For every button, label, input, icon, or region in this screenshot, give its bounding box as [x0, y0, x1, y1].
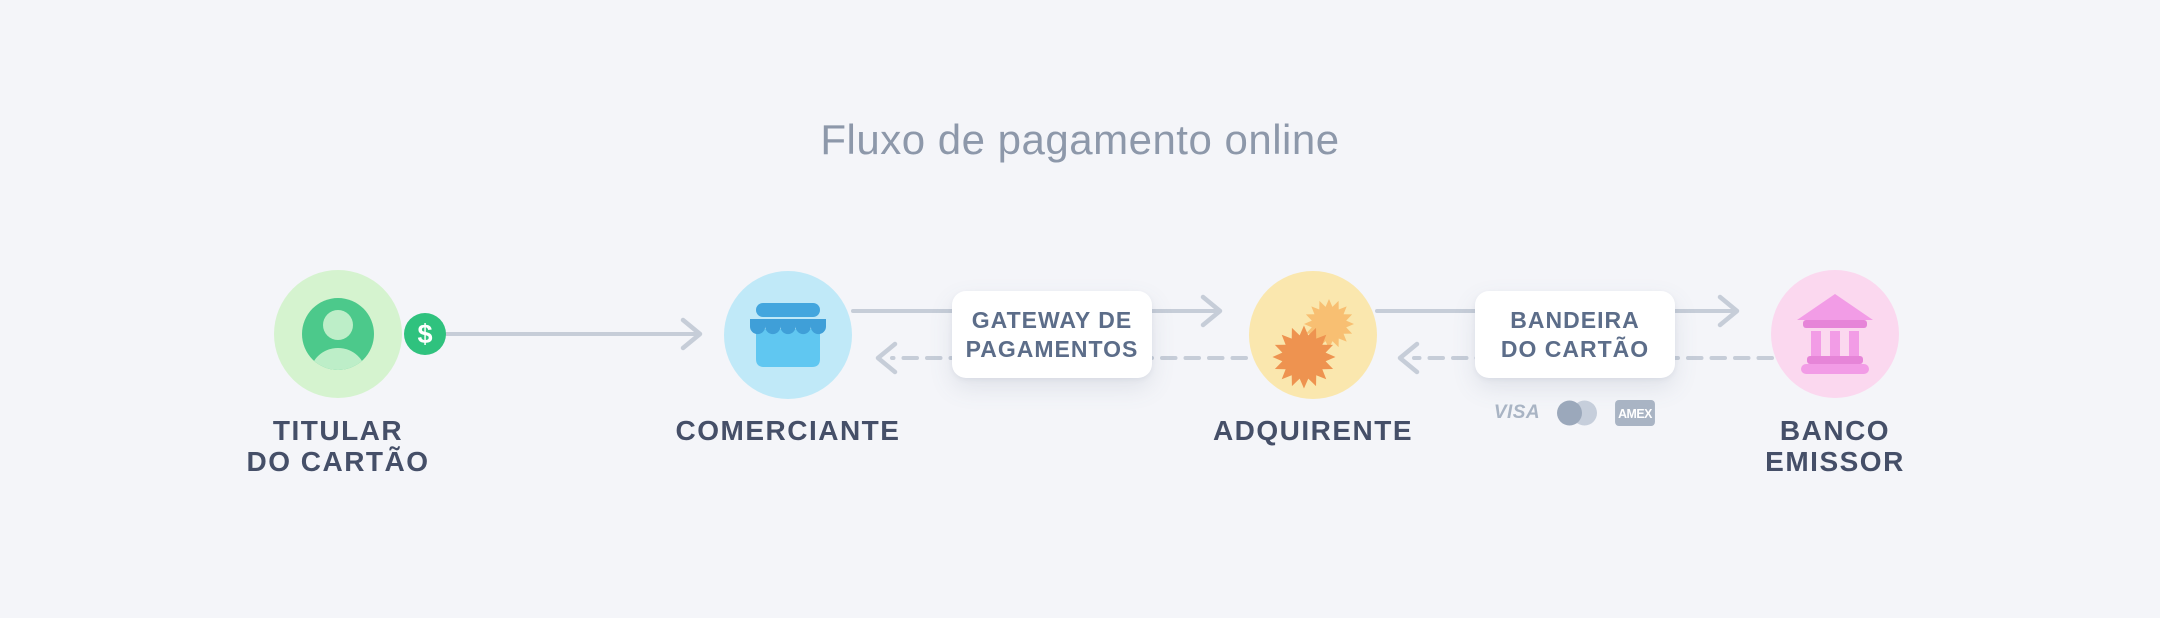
dollar-badge-icon: $: [404, 313, 446, 355]
diagram-title: Fluxo de pagamento online: [820, 116, 1340, 163]
label-banco-emissor: BANCO EMISSOR: [1765, 415, 1905, 477]
visa-logo: VISA: [1493, 402, 1541, 423]
node-titular-do-cartao: [274, 270, 402, 398]
bank-icon: [1797, 294, 1873, 374]
amex-logo: AMEX: [1615, 400, 1656, 426]
label-adquirente: ADQUIRENTE: [1212, 415, 1414, 446]
node-banco-emissor: [1771, 270, 1899, 398]
label-titular-do-cartao: TITULAR DO CARTÃO: [246, 415, 430, 477]
storefront-icon: [750, 303, 826, 367]
mastercard-icon: [1557, 400, 1598, 426]
label-comerciante: COMERCIANTE: [675, 415, 901, 446]
node-adquirente: [1249, 271, 1377, 399]
dollar-symbol: $: [417, 318, 433, 349]
card-brand-logos: VISA AMEX: [1475, 398, 1675, 428]
node-comerciante: [724, 271, 852, 399]
gears-icon: [1272, 299, 1354, 389]
bandeira-label-box: BANDEIRA DO CARTÃO: [1475, 291, 1675, 378]
gateway-label-box: GATEWAY DE PAGAMENTOS: [952, 291, 1152, 378]
arrow-titular-to-comerciante: [444, 317, 703, 351]
person-icon: [302, 298, 374, 370]
